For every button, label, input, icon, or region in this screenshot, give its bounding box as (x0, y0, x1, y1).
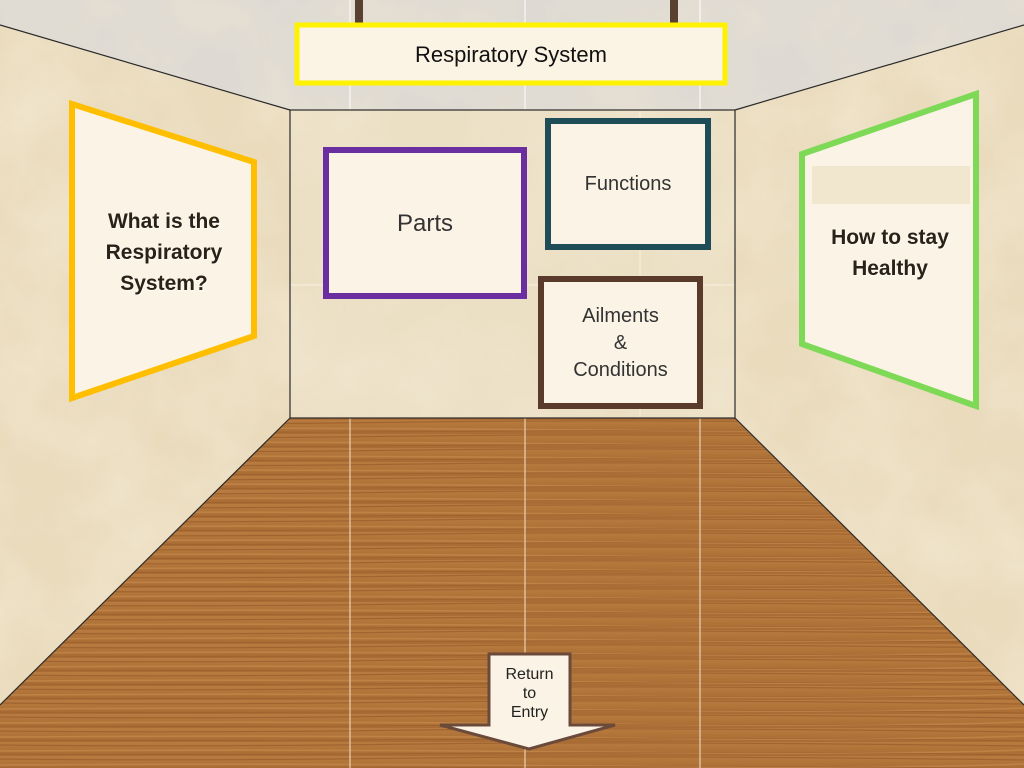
exit-line: Entry (510, 704, 549, 721)
stay-healthy-label[interactable]: How to stay Healthy (806, 222, 974, 284)
ailments-line: Ailments (582, 305, 659, 327)
what-is-panel[interactable] (69, 99, 257, 403)
ailments-label[interactable]: Ailments & Conditions (541, 303, 700, 384)
return-arrow-icon[interactable] (439, 652, 616, 751)
exit-line: to (522, 685, 537, 702)
ailments-frame[interactable] (538, 276, 703, 409)
what-is-panel-label[interactable]: What is the Respiratory System? (80, 206, 248, 299)
room-edges (0, 24, 1024, 706)
floor (0, 418, 1024, 768)
exit-line: Return (505, 666, 554, 683)
ailments-line: Conditions (573, 359, 668, 381)
panel-highlight (812, 166, 970, 204)
parts-frame[interactable] (323, 147, 527, 299)
ailments-line: & (613, 332, 628, 354)
functions-label[interactable]: Functions (584, 173, 672, 195)
light-rod (355, 0, 363, 24)
stay-healthy-line: Healthy (852, 257, 928, 280)
return-to-entry-label[interactable]: Return to Entry (489, 665, 570, 722)
what-is-line: What is the (107, 210, 220, 233)
functions-frame[interactable] (545, 118, 711, 250)
page-title: Respiratory System (415, 42, 607, 67)
light-rod (670, 0, 678, 24)
title-banner (294, 22, 728, 86)
parts-label[interactable]: Parts (396, 210, 453, 237)
stay-healthy-line: How to stay (831, 226, 949, 249)
what-is-line: Respiratory (105, 241, 223, 264)
what-is-line: System? (120, 272, 208, 295)
